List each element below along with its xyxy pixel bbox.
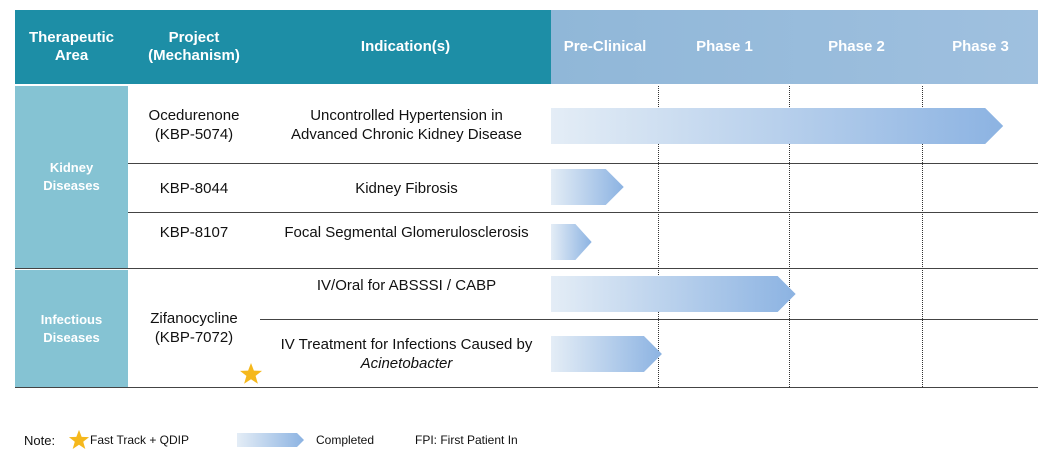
legend-star-text: Fast Track + QDIP (90, 433, 190, 447)
project-cell: KBP-8107 (128, 214, 260, 250)
header-indication: Indication(s) (260, 10, 551, 84)
area-kidney-diseases-label: Kidney Diseases (43, 160, 100, 193)
legend-completed-text: Completed (316, 433, 375, 447)
project-name: Zifanocycline (KBP-7072) (150, 310, 238, 346)
area-divider (15, 268, 1038, 269)
header-project-text: Project (Mechanism) (148, 29, 240, 64)
progress-bar (551, 169, 624, 205)
header-phase-3: Phase 3 (923, 10, 1038, 84)
header-phase-2: Phase 2 (790, 10, 923, 84)
header-dark-band (15, 10, 551, 84)
project-name: Ocedurenone (KBP-5074) (148, 107, 240, 143)
header-phase-preclinical-text: Pre-Clinical (563, 38, 647, 55)
project-name: KBP-8044 (159, 179, 229, 197)
project-cell: Zifanocycline (KBP-7072) (128, 305, 260, 351)
progress-bar (551, 224, 592, 260)
header-project: Project (Mechanism) (128, 10, 260, 84)
project-cell: Ocedurenone (KBP-5074) (128, 100, 260, 150)
indication-cell: IV Treatment for Infections Caused by Ac… (262, 333, 551, 375)
progress-bar (551, 276, 796, 312)
header-phase-preclinical: Pre-Clinical (551, 10, 659, 84)
legend-note-label: Note: (24, 433, 56, 448)
header-phase-band (551, 10, 1038, 84)
header-indication-text: Indication(s) (360, 38, 451, 55)
table-bottom-line (15, 387, 1038, 388)
project-cell: KBP-8044 (128, 166, 260, 210)
row-divider (128, 212, 1038, 213)
header-phase-3-text: Phase 3 (952, 38, 1009, 55)
legend-fpi-text: FPI: First Patient In (415, 433, 518, 447)
indication-text: IV/Oral for ABSSSI / CABP (316, 276, 497, 294)
area-infectious-diseases-label: Infectious Diseases (40, 311, 103, 345)
indication-text: Uncontrolled Hypertension in Advanced Ch… (291, 107, 522, 143)
row-divider (260, 319, 1038, 320)
indication-text-line2: Acinetobacter (360, 355, 453, 372)
indication-cell: Focal Segmental Glomerulosclerosis (262, 214, 551, 250)
area-infectious-diseases: Infectious Diseases (15, 270, 128, 387)
project-name: KBP-8107 (159, 223, 229, 241)
header-phase-1: Phase 1 (659, 10, 790, 84)
legend-completed-arrow-icon (237, 433, 304, 447)
phase-divider-2 (789, 86, 790, 387)
header-therapeutic-area: Therapeutic Area (15, 10, 128, 84)
indication-cell: Kidney Fibrosis (262, 166, 551, 210)
area-kidney-diseases: Kidney Diseases (15, 86, 128, 268)
legend-star-icon (68, 429, 90, 449)
phase-divider-3 (922, 86, 923, 387)
header-phase-1-text: Phase 1 (696, 38, 753, 55)
progress-bar (551, 108, 1004, 144)
header-therapeutic-area-text: Therapeutic Area (28, 29, 115, 64)
indication-cell: Uncontrolled Hypertension in Advanced Ch… (262, 100, 551, 150)
indication-cell: IV/Oral for ABSSSI / CABP (262, 270, 551, 300)
fast-track-star-icon (240, 363, 262, 384)
phase-divider-1 (658, 86, 659, 387)
row-divider (128, 163, 1038, 164)
progress-bar (551, 336, 662, 372)
indication-text-line1: IV Treatment for Infections Caused by (280, 336, 533, 353)
indication-text: Focal Segmental Glomerulosclerosis (284, 223, 529, 241)
header-phase-2-text: Phase 2 (828, 38, 885, 55)
indication-text: Kidney Fibrosis (355, 179, 458, 197)
